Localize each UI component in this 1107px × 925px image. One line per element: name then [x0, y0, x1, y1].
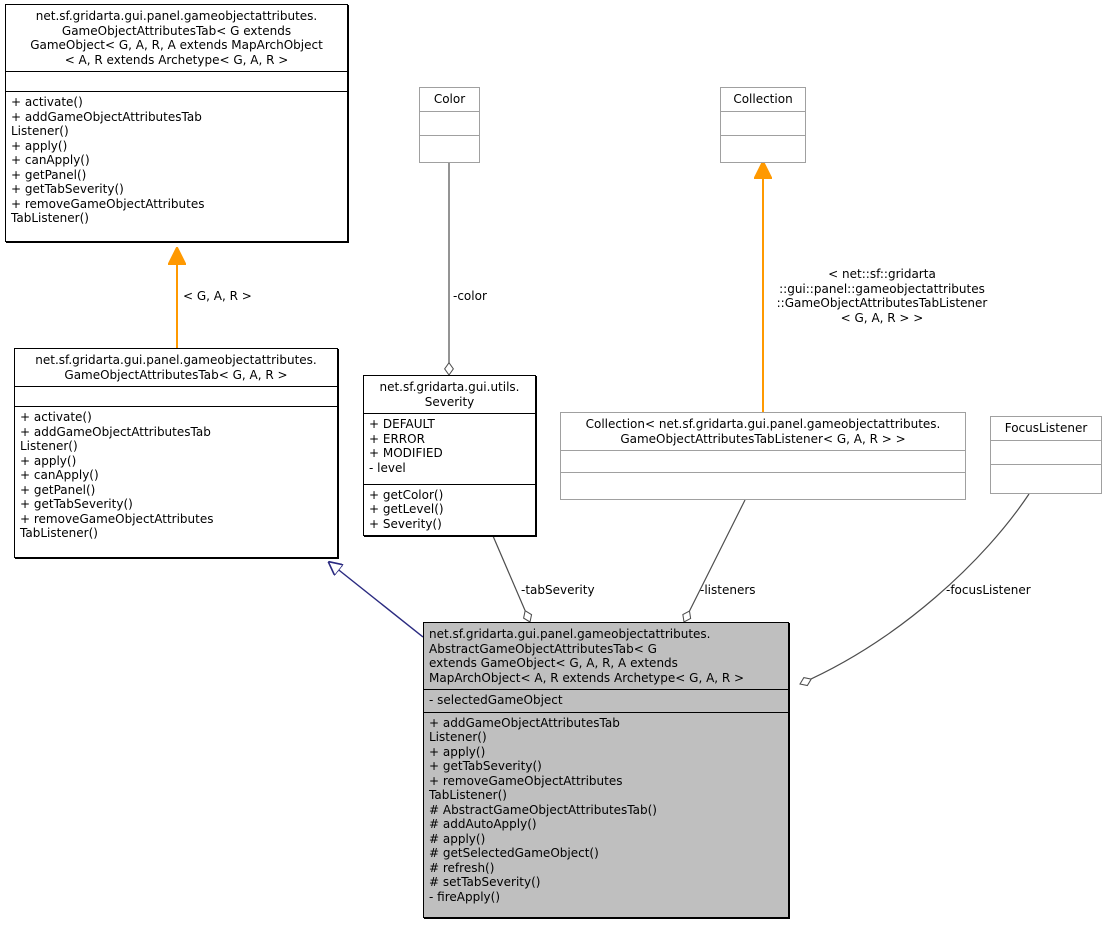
- class-methods: + getColor() + getLevel() + Severity(): [364, 483, 535, 535]
- class-box-gameobjectattributestab-full[interactable]: net.sf.gridarta.gui.panel.gameobjectattr…: [5, 4, 348, 242]
- class-box-collection[interactable]: Collection: [720, 87, 806, 163]
- class-box-gameobjectattributestab-short[interactable]: net.sf.gridarta.gui.panel.gameobjectattr…: [14, 348, 338, 558]
- edge-aggregation-tabseverity: [492, 535, 530, 622]
- class-methods: [420, 134, 479, 159]
- class-title: net.sf.gridarta.gui.panel.gameobjectattr…: [15, 349, 337, 386]
- edge-label-generic-gar: < G, A, R >: [183, 289, 252, 303]
- class-box-abstract-gameobjectattributestab[interactable]: net.sf.gridarta.gui.panel.gameobjectattr…: [423, 622, 789, 918]
- class-title: net.sf.gridarta.gui.panel.gameobjectattr…: [6, 5, 347, 71]
- class-box-color[interactable]: Color: [419, 87, 480, 163]
- edge-label-collection-template: < net::sf::gridarta ::gui::panel::gameob…: [776, 267, 988, 325]
- class-attributes: [561, 450, 965, 472]
- class-attributes: [420, 110, 479, 135]
- edge-generalization-abstract-tab: [330, 563, 424, 638]
- class-title: Collection: [721, 88, 805, 111]
- class-methods: [991, 463, 1101, 488]
- class-box-severity[interactable]: net.sf.gridarta.gui.utils. Severity + DE…: [363, 375, 536, 536]
- class-title: FocusListener: [991, 417, 1101, 440]
- edge-label-tabseverity: -tabSeverity: [521, 583, 595, 597]
- class-box-focuslistener[interactable]: FocusListener: [990, 416, 1102, 494]
- class-attributes: - selectedGameObject: [424, 689, 788, 712]
- class-attributes: [6, 71, 347, 91]
- class-methods: + addGameObjectAttributesTab Listener() …: [424, 711, 788, 917]
- class-methods: [561, 472, 965, 494]
- class-attributes: [991, 439, 1101, 464]
- class-attributes: [15, 386, 337, 406]
- edge-aggregation-listeners: [684, 499, 746, 622]
- class-methods: [721, 134, 805, 159]
- class-methods: + activate() + addGameObjectAttributesTa…: [6, 91, 347, 241]
- class-title: net.sf.gridarta.gui.panel.gameobjectattr…: [424, 623, 788, 689]
- edge-label-focuslistener: -focusListener: [946, 583, 1031, 597]
- class-methods: + activate() + addGameObjectAttributesTa…: [15, 406, 337, 557]
- class-box-collection-of-listeners[interactable]: Collection< net.sf.gridarta.gui.panel.ga…: [560, 412, 966, 500]
- class-attributes: [721, 110, 805, 135]
- class-title: Collection< net.sf.gridarta.gui.panel.ga…: [561, 413, 965, 450]
- edge-label-color: -color: [453, 289, 487, 303]
- edge-label-listeners: -listeners: [700, 583, 756, 597]
- class-title: Color: [420, 88, 479, 111]
- class-title: net.sf.gridarta.gui.utils. Severity: [364, 376, 535, 413]
- class-attributes: + DEFAULT + ERROR + MODIFIED - level: [364, 413, 535, 484]
